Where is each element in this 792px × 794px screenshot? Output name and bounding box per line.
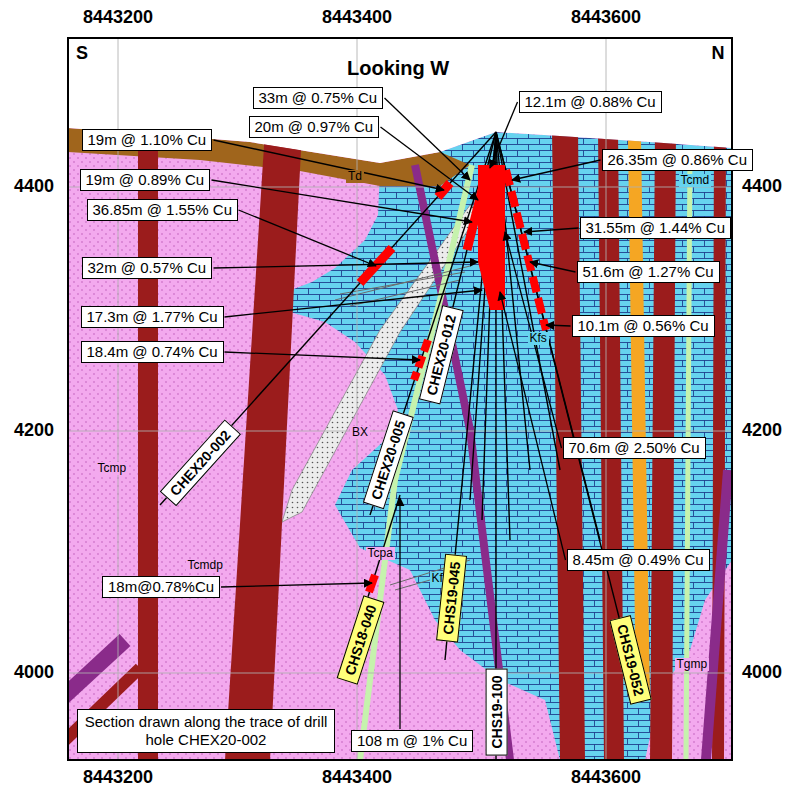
- assay-callout: 18m@0.78%Cu: [102, 576, 220, 598]
- assay-callout: 51.6m @ 1.27% Cu: [577, 261, 720, 283]
- coordinate-label: 4400: [742, 177, 782, 197]
- drill-hole-label: CHS19-045: [436, 554, 467, 643]
- coordinate-label: 4000: [14, 663, 54, 683]
- leader-line: [212, 180, 473, 222]
- assay-callout: 70.6m @ 2.50% Cu: [563, 437, 706, 459]
- leader-line: [399, 498, 400, 729]
- box-text: 31.55m @ 1.44% Cu: [586, 219, 725, 237]
- geology-units: [60, 38, 732, 760]
- box-text: 8.45m @ 0.49% Cu: [573, 551, 704, 569]
- porphyry-unit: [68, 38, 732, 760]
- coordinate-label: 8443600: [571, 768, 641, 788]
- box-text: 12.1m @ 0.88% Cu: [525, 93, 656, 111]
- leader-line: [490, 102, 518, 168]
- rock-unit-label: Tcmp: [96, 462, 129, 475]
- drill-hole-label: CHS19-052: [609, 615, 651, 705]
- coordinate-label: 4200: [14, 421, 54, 441]
- leader-line: [214, 140, 445, 190]
- coordinate-label: 4200: [742, 421, 782, 441]
- box-text: 20m @ 0.97% Cu: [255, 118, 374, 136]
- leader-line: [500, 292, 566, 560]
- coordinate-label: 8443200: [83, 8, 153, 28]
- box-text: CHS18-040: [340, 602, 380, 677]
- rock-unit-label: Tgmp: [675, 658, 710, 671]
- view-direction-title: Looking W: [347, 57, 449, 79]
- leader-line: [239, 210, 377, 266]
- rock-unit-label: BX: [350, 426, 370, 439]
- leader-line: [221, 583, 372, 587]
- coordinate-label: 8443200: [83, 768, 153, 788]
- assay-callout: 17.3m @ 1.77% Cu: [81, 306, 224, 328]
- direction-label: N: [712, 44, 725, 64]
- box-text: CHEX20-002: [165, 426, 234, 499]
- box-text: CHEX20-012: [422, 313, 459, 397]
- box-text: 19m @ 1.10% Cu: [88, 131, 207, 149]
- leader-line: [381, 127, 479, 200]
- box-text: 18m@0.78%Cu: [108, 578, 214, 596]
- assay-callout: 8.45m @ 0.49% Cu: [567, 549, 710, 571]
- leader-line: [546, 325, 571, 326]
- box-text: CHS19-100: [487, 675, 505, 748]
- drill-hole-label: CHS19-100: [485, 668, 507, 755]
- box-text: 17.3m @ 1.77% Cu: [87, 308, 218, 326]
- box-text: 26.35m @ 0.86% Cu: [608, 151, 747, 169]
- rock-unit-label: Tcmd: [679, 174, 712, 187]
- leader-line: [512, 160, 601, 180]
- rock-unit-label: Tcmdp: [186, 559, 225, 572]
- rock-unit-label: Tcpa: [366, 547, 395, 560]
- assay-callout: 31.55m @ 1.44% Cu: [580, 217, 731, 239]
- assay-callout: 36.85m @ 1.55% Cu: [87, 199, 238, 221]
- assay-callout: 12.1m @ 0.88% Cu: [519, 91, 662, 113]
- coordinate-label: 4000: [742, 663, 782, 683]
- box-text: 33m @ 0.75% Cu: [259, 89, 378, 107]
- leader-line: [214, 262, 479, 268]
- dikes: [138, 130, 726, 760]
- box-text: Section drawn along the trace of drill h…: [84, 713, 328, 749]
- assay-callout: 19m @ 1.10% Cu: [82, 129, 213, 151]
- box-text: CHS19-052: [612, 622, 647, 697]
- coordinate-label: 4400: [14, 177, 54, 197]
- rock-unit-label: Kfs: [528, 332, 549, 345]
- rock-unit-label: Td: [346, 170, 364, 183]
- drill-hole-label: CHEX20-002: [159, 420, 240, 506]
- box-text: 51.6m @ 1.27% Cu: [583, 263, 714, 281]
- assay-callout: 33m @ 0.75% Cu: [253, 87, 384, 109]
- section-frame: [68, 38, 732, 760]
- fault-traces: [335, 266, 470, 590]
- drill-hole-label: CHS18-040: [336, 595, 384, 685]
- box-text: 108 m @ 1% Cu: [357, 732, 467, 750]
- note-box: Section drawn along the trace of drill h…: [77, 709, 335, 753]
- coordinate-label: 8443400: [322, 8, 392, 28]
- box-text: 36.85m @ 1.55% Cu: [93, 201, 232, 219]
- box-text: 10.1m @ 0.56% Cu: [578, 317, 709, 335]
- box-text: 70.6m @ 2.50% Cu: [569, 439, 700, 457]
- grid-lines: [68, 38, 732, 760]
- box-text: CHEX20-005: [366, 418, 409, 502]
- assay-callout: 20m @ 0.97% Cu: [249, 116, 380, 138]
- coordinate-label: 8443400: [322, 768, 392, 788]
- assay-callout: 26.35m @ 0.86% Cu: [602, 149, 753, 171]
- purple-dike: [706, 470, 728, 760]
- box-text: 18.4m @ 0.74% Cu: [87, 343, 218, 361]
- drill-hole-label: CHEX20-012: [418, 306, 463, 405]
- assay-callout: 32m @ 0.57% Cu: [82, 257, 213, 279]
- leader-line: [530, 262, 576, 272]
- box-text: 19m @ 0.89% Cu: [86, 171, 205, 189]
- coordinate-label: 8443600: [571, 8, 641, 28]
- assay-callout: 18.4m @ 0.74% Cu: [81, 341, 224, 363]
- leader-line: [524, 228, 579, 232]
- assay-callout: 10.1m @ 0.56% Cu: [572, 315, 715, 337]
- assay-callout: 108 m @ 1% Cu: [351, 730, 473, 752]
- leader-line: [225, 352, 421, 360]
- cu-intercepts: [360, 165, 546, 592]
- leader-line: [505, 232, 562, 448]
- direction-label: S: [76, 44, 88, 64]
- box-text: 32m @ 0.57% Cu: [88, 259, 207, 277]
- assay-callout: 19m @ 0.89% Cu: [80, 169, 211, 191]
